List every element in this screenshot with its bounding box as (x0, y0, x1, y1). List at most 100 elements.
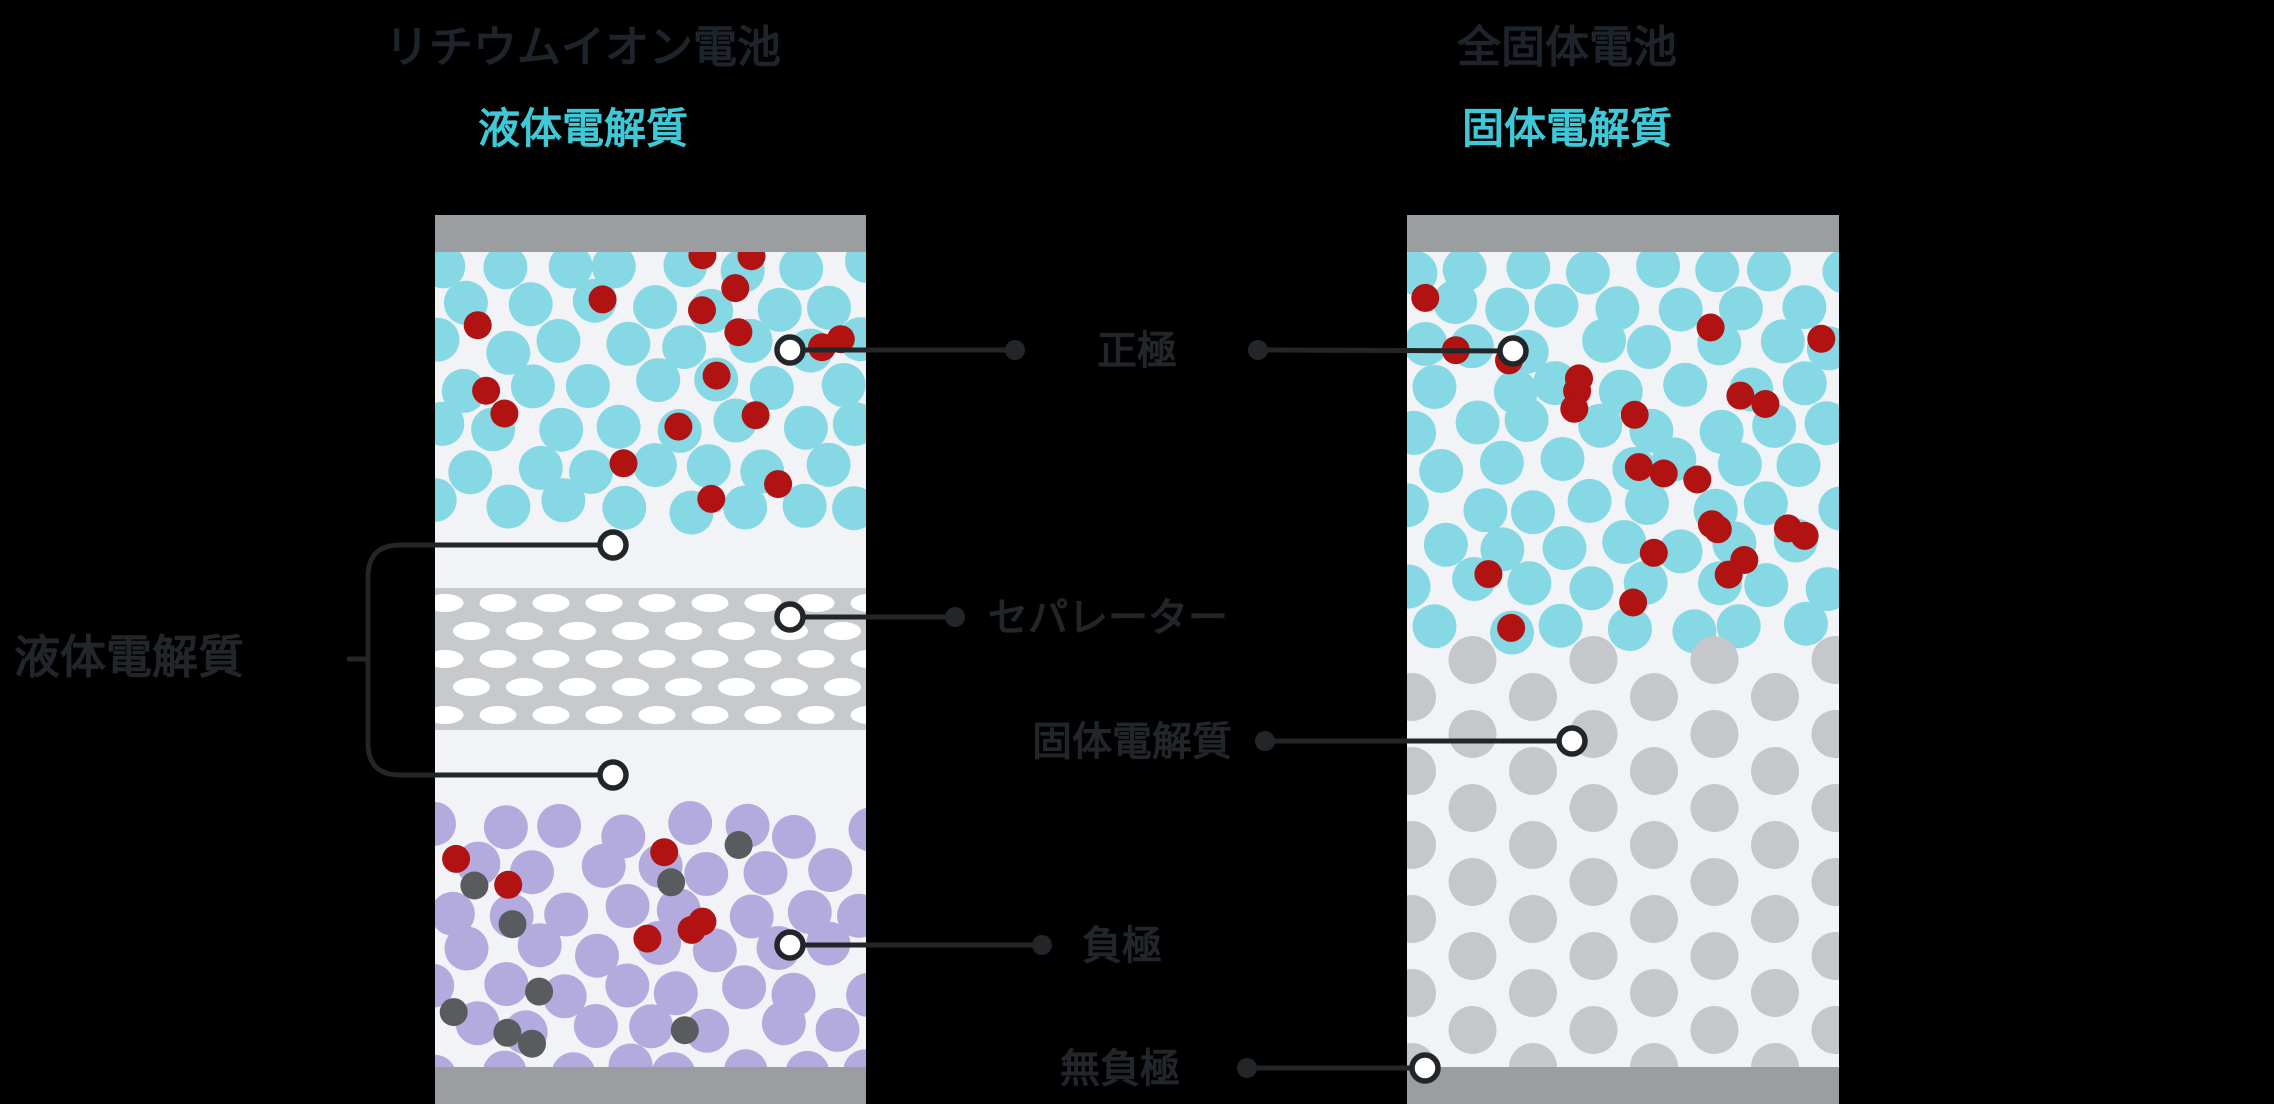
left-cathode-particles (435, 239, 866, 535)
particle (1751, 895, 1799, 943)
particle (490, 399, 519, 428)
particle (685, 1008, 730, 1053)
separator-pores (435, 594, 866, 724)
particle (1751, 747, 1799, 795)
annotation-lines (346, 347, 1575, 1071)
particle (1569, 636, 1618, 684)
particle (532, 594, 570, 612)
particle (541, 478, 586, 523)
particle (1690, 636, 1739, 684)
particle (1658, 287, 1703, 332)
particle (565, 364, 610, 408)
target-marker (774, 929, 806, 961)
particle (1455, 400, 1500, 445)
particle (510, 364, 555, 409)
particle (744, 594, 782, 612)
particle (559, 622, 596, 640)
anode-free-label: 無負極 (1060, 1046, 1180, 1092)
particle (664, 412, 693, 441)
particle (548, 244, 593, 289)
particle (479, 650, 517, 668)
particle (668, 801, 713, 845)
particle (484, 962, 529, 1007)
particle (448, 450, 493, 495)
particle (506, 678, 543, 696)
particle (483, 245, 528, 290)
particle (1569, 784, 1618, 832)
particle (1625, 481, 1669, 525)
particle (1630, 673, 1678, 721)
particle (638, 706, 676, 724)
particle (1807, 324, 1836, 353)
particle (1540, 437, 1585, 481)
anode-label: 負極 (1082, 923, 1162, 969)
particle (1578, 403, 1623, 448)
particle (532, 706, 570, 724)
label-dot (1248, 340, 1268, 360)
separator-label: セパレーター (988, 595, 1228, 641)
left-battery-title: リチウムイオン電池 (385, 22, 781, 73)
particle (1569, 1006, 1618, 1054)
particle (721, 274, 750, 303)
particle (1624, 453, 1653, 482)
particle (850, 706, 866, 724)
particle (1630, 969, 1678, 1017)
particle (1696, 313, 1725, 342)
particle (1811, 1006, 1839, 1054)
particle (573, 1004, 618, 1048)
particle (1485, 287, 1530, 332)
particle (806, 442, 851, 487)
particle (435, 963, 455, 1008)
particle (807, 285, 851, 330)
particle (771, 678, 808, 696)
particle (697, 484, 726, 513)
particle (633, 285, 678, 330)
particle (1538, 603, 1583, 648)
particle (850, 650, 866, 668)
particle (463, 311, 492, 340)
label-dot (1032, 935, 1052, 955)
particle (1407, 747, 1436, 795)
particle (1782, 361, 1827, 406)
particle (1751, 969, 1799, 1017)
target-marker (597, 759, 629, 791)
label-dots (945, 340, 1275, 1078)
particle (1818, 486, 1839, 531)
particle (688, 907, 717, 936)
target-marker (597, 529, 629, 561)
particle (1569, 566, 1614, 611)
particle (542, 974, 587, 1019)
particle (1407, 564, 1431, 609)
particle (1560, 394, 1589, 423)
particle (686, 444, 731, 489)
particle (1407, 895, 1436, 943)
particle (602, 485, 647, 530)
particle (749, 365, 794, 410)
particle (506, 622, 543, 640)
particle (1744, 563, 1789, 608)
particle (684, 852, 729, 896)
particle (1776, 443, 1821, 487)
particle (559, 678, 596, 696)
label-dot (1237, 1058, 1257, 1078)
particle (1582, 318, 1627, 363)
particle (439, 998, 468, 1027)
particle (1630, 747, 1678, 795)
particle (612, 622, 649, 640)
particle (1717, 442, 1762, 487)
particle (1479, 440, 1524, 485)
particle (1649, 459, 1678, 488)
particle (1474, 560, 1503, 589)
particle (1811, 784, 1839, 832)
particle (629, 1004, 674, 1049)
particle (585, 650, 623, 668)
particle (479, 594, 517, 612)
particle (525, 977, 554, 1006)
particle (435, 594, 464, 612)
particle (435, 650, 464, 668)
particle (665, 678, 702, 696)
particle (1412, 604, 1457, 649)
particle (460, 871, 489, 900)
particle (517, 923, 562, 968)
